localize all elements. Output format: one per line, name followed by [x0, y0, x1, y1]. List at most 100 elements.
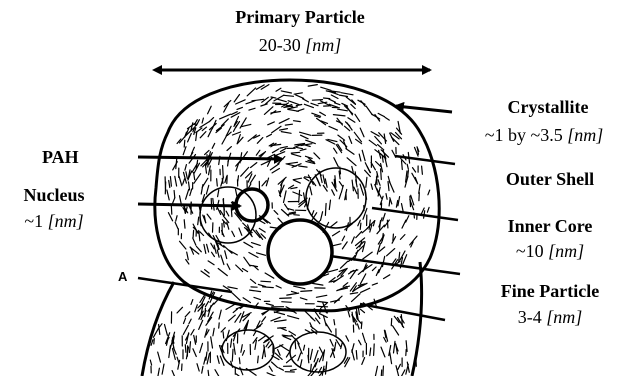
crystallite-stroke [267, 134, 272, 137]
crystallite-stroke [183, 325, 188, 334]
crystallite-stroke [300, 298, 307, 300]
crystallite-stroke [232, 231, 235, 236]
crystallite-stroke [298, 343, 302, 354]
crystallite-stroke [311, 364, 312, 371]
crystallite-stroke [231, 339, 232, 347]
crystallite-stroke [234, 343, 236, 354]
crystallite-stroke [239, 228, 242, 235]
crystallite-stroke [291, 152, 300, 153]
crystallite-stroke [384, 220, 389, 227]
crystallite-stroke [282, 302, 291, 303]
crystallite-stroke [236, 265, 243, 272]
crystallite-stroke [343, 283, 348, 287]
crystallite-stroke [351, 104, 355, 108]
crystallite-stroke [314, 153, 320, 159]
crystallite-stroke [177, 307, 183, 313]
crystallite-stroke [389, 200, 390, 206]
crystallite-stroke [310, 349, 312, 359]
crystallite-stroke [215, 370, 220, 376]
crystallite-stroke [208, 130, 212, 137]
crystallite-stroke [349, 136, 352, 143]
crystallite-stroke [236, 100, 246, 104]
crystallite-stroke [261, 104, 267, 106]
crystallite-stroke [280, 298, 292, 299]
crystallite-stroke [208, 303, 214, 311]
crystallite-stroke [165, 325, 168, 336]
primary-particle-size: 20-30 [nm] [210, 36, 390, 54]
crystallite-stroke [342, 242, 347, 249]
crystallite-stroke [330, 340, 333, 347]
crystallite-stroke [227, 147, 231, 151]
crystallite-stroke [341, 261, 348, 268]
inner-ring-right [306, 168, 366, 228]
crystallite-stroke [287, 162, 297, 164]
crystallite-stroke [281, 91, 291, 93]
crystallite-stroke [293, 180, 300, 183]
crystallite-stroke [419, 185, 420, 194]
crystallite-stroke [250, 290, 261, 292]
crystallite-stroke [406, 216, 409, 222]
crystallite-stroke [272, 149, 279, 153]
crystallite-stroke [199, 320, 203, 329]
crystallite-stroke [179, 176, 182, 185]
crystallite-stroke [187, 252, 189, 260]
crystallite-stroke [223, 166, 224, 177]
crystallite-stroke [274, 211, 278, 215]
crystallite-stroke [209, 166, 211, 175]
crystallite-stroke [170, 177, 171, 187]
crystallite-stroke [408, 171, 409, 178]
crystallite-stroke [241, 167, 249, 176]
crystallite-stroke [175, 222, 178, 229]
crystallite-stroke [389, 181, 394, 192]
crystallite-stroke [341, 343, 343, 349]
crystallite-stroke [169, 181, 170, 188]
crystallite-stroke [200, 121, 210, 127]
nucleus-size-value: ~1 [24, 211, 43, 231]
crystallite-stroke [354, 187, 357, 194]
crystallite-stroke [191, 330, 194, 335]
crystallite-stroke [316, 318, 320, 324]
crystallite-stroke [183, 147, 186, 155]
crystallite-stroke [352, 167, 353, 173]
crystallite-stroke [261, 281, 271, 282]
crystallite-stroke [323, 350, 325, 361]
crystallite-stroke [331, 95, 338, 99]
crystallite-stroke [265, 273, 274, 278]
crystallite-stroke [252, 99, 264, 101]
crystallite-stroke [334, 158, 339, 167]
crystallite-stroke [208, 261, 214, 265]
crystallite-stroke [291, 188, 297, 189]
crystallite-stroke [213, 328, 214, 335]
crystallite-stroke [293, 192, 302, 196]
crystallite-stroke [158, 352, 161, 362]
crystallite-stroke [224, 222, 225, 227]
crystallite-stroke [334, 320, 335, 325]
crystallite-stroke [319, 347, 322, 353]
crystallite-stroke [383, 366, 384, 376]
crystallite-stroke [287, 293, 299, 295]
crystallite-stroke [284, 191, 287, 203]
crystallite-stroke [345, 126, 350, 131]
crystallite-stroke [200, 232, 204, 236]
fine-particle-arrow-2 [360, 304, 445, 320]
crystallite-stroke [278, 218, 284, 224]
crystallite-stroke [362, 150, 365, 160]
crystallite-stroke [266, 304, 273, 306]
crystallite-stroke [300, 149, 306, 151]
marker-a: A [118, 270, 127, 283]
crystallite-stroke [274, 152, 284, 156]
nucleus-outline [236, 189, 268, 221]
crystallite-stroke [370, 348, 371, 356]
primary-particle-title: Primary Particle [210, 8, 390, 26]
crystallite-stroke [180, 241, 186, 249]
crystallite-stroke [266, 342, 269, 347]
crystallite-stroke [386, 194, 387, 200]
crystallite-stroke [292, 154, 301, 157]
crystallite-stroke [398, 197, 400, 206]
crystallite-stroke [371, 184, 372, 189]
crystallite-stroke [289, 331, 295, 335]
crystallite-unit: [nm] [567, 125, 603, 145]
crystallite-stroke [312, 211, 314, 216]
crystallite-stroke [377, 243, 380, 254]
crystallite-stroke [250, 279, 255, 283]
